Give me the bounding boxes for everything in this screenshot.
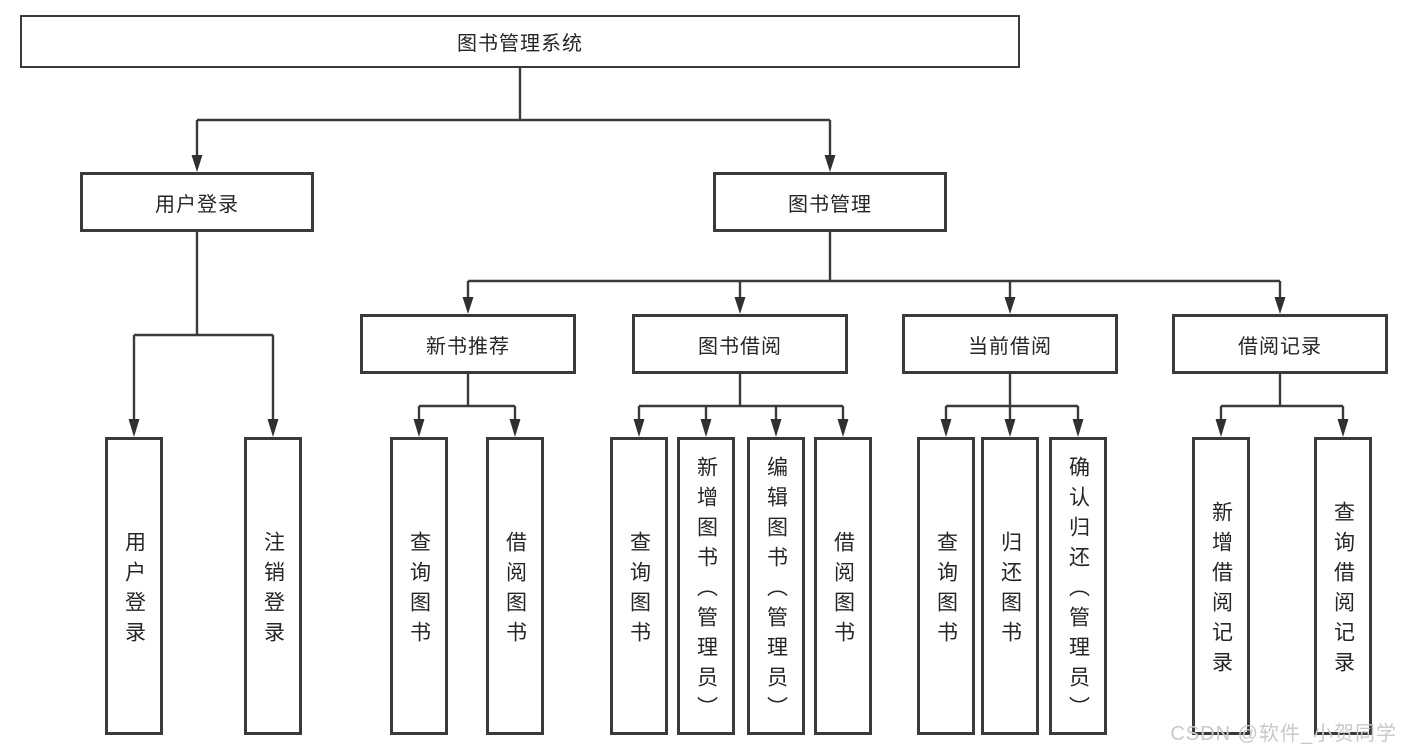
csdn-watermark: CSDN @软件_小贺同学: [1170, 723, 1397, 745]
connector-borrow-records-children: [1215, 374, 1349, 437]
leaf-bb-borrow-books-label: 借阅图书: [831, 530, 855, 651]
leaf-cb-confirm-return-admin-label: 确认归还（管理员）: [1066, 455, 1090, 726]
node-root: 图书管理系统: [20, 15, 1020, 68]
node-book-borrow: 图书借阅: [632, 314, 848, 374]
leaf-bb-add-books-admin: 新增图书（管理员）: [677, 437, 735, 735]
leaf-nbr-borrow-books-label: 借阅图书: [503, 530, 527, 651]
leaf-cb-return-books-label: 归还图书: [998, 530, 1022, 651]
leaf-nbr-query-books: 查询图书: [390, 437, 448, 735]
leaf-br-query-record-label: 查询借阅记录: [1331, 500, 1355, 681]
leaf-cb-query-books-label: 查询图书: [934, 530, 958, 651]
leaf-bb-borrow-books: 借阅图书: [814, 437, 872, 735]
node-borrow-records-label: 借阅记录: [1238, 335, 1322, 358]
leaf-bb-query-books: 查询图书: [610, 437, 668, 735]
leaf-user-login-label: 用户登录: [122, 530, 146, 651]
connector-user-login-children: [128, 232, 279, 437]
node-user-login: 用户登录: [80, 172, 314, 232]
node-root-label: 图书管理系统: [457, 33, 583, 55]
node-borrow-records: 借阅记录: [1172, 314, 1388, 374]
leaf-br-add-record: 新增借阅记录: [1192, 437, 1250, 735]
leaf-bb-edit-books-admin-label: 编辑图书（管理员）: [764, 455, 788, 726]
leaf-user-login: 用户登录: [105, 437, 163, 735]
leaf-br-query-record: 查询借阅记录: [1314, 437, 1372, 735]
leaf-logout-label: 注销登录: [261, 530, 285, 651]
leaf-bb-query-books-label: 查询图书: [627, 530, 651, 651]
connector-root-to-level2: [191, 68, 836, 172]
leaf-bb-add-books-admin-label: 新增图书（管理员）: [694, 455, 718, 726]
leaf-br-add-record-label: 新增借阅记录: [1209, 500, 1233, 681]
leaf-cb-confirm-return-admin: 确认归还（管理员）: [1049, 437, 1107, 735]
leaf-bb-edit-books-admin: 编辑图书（管理员）: [747, 437, 805, 735]
leaf-cb-query-books: 查询图书: [917, 437, 975, 735]
leaf-nbr-borrow-books: 借阅图书: [486, 437, 544, 735]
node-current-borrow: 当前借阅: [902, 314, 1118, 374]
node-current-borrow-label: 当前借阅: [968, 335, 1052, 358]
leaf-logout: 注销登录: [244, 437, 302, 735]
connector-book-borrow-children: [633, 374, 849, 437]
node-book-management-label: 图书管理: [788, 193, 872, 216]
connector-book-management-children: [462, 232, 1286, 314]
node-book-management: 图书管理: [713, 172, 947, 232]
connector-new-book-recommend-children: [413, 374, 521, 437]
leaf-cb-return-books: 归还图书: [981, 437, 1039, 735]
node-user-login-label: 用户登录: [155, 193, 239, 216]
leaf-nbr-query-books-label: 查询图书: [407, 530, 431, 651]
node-new-book-recommend-label: 新书推荐: [426, 335, 510, 358]
connector-current-borrow-children: [940, 374, 1084, 437]
node-book-borrow-label: 图书借阅: [698, 335, 782, 358]
node-new-book-recommend: 新书推荐: [360, 314, 576, 374]
